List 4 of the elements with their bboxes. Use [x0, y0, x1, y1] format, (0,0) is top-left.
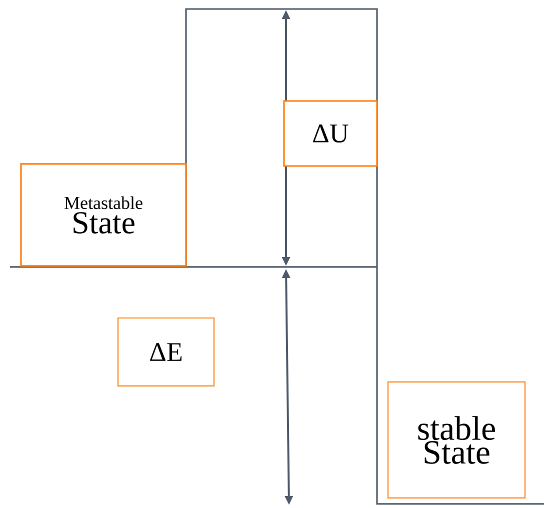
- label-box: ΔU: [283, 100, 378, 167]
- label-box: Metastable State: [20, 163, 187, 267]
- label-box: ΔE: [117, 317, 215, 387]
- label-box: stable State: [387, 381, 526, 499]
